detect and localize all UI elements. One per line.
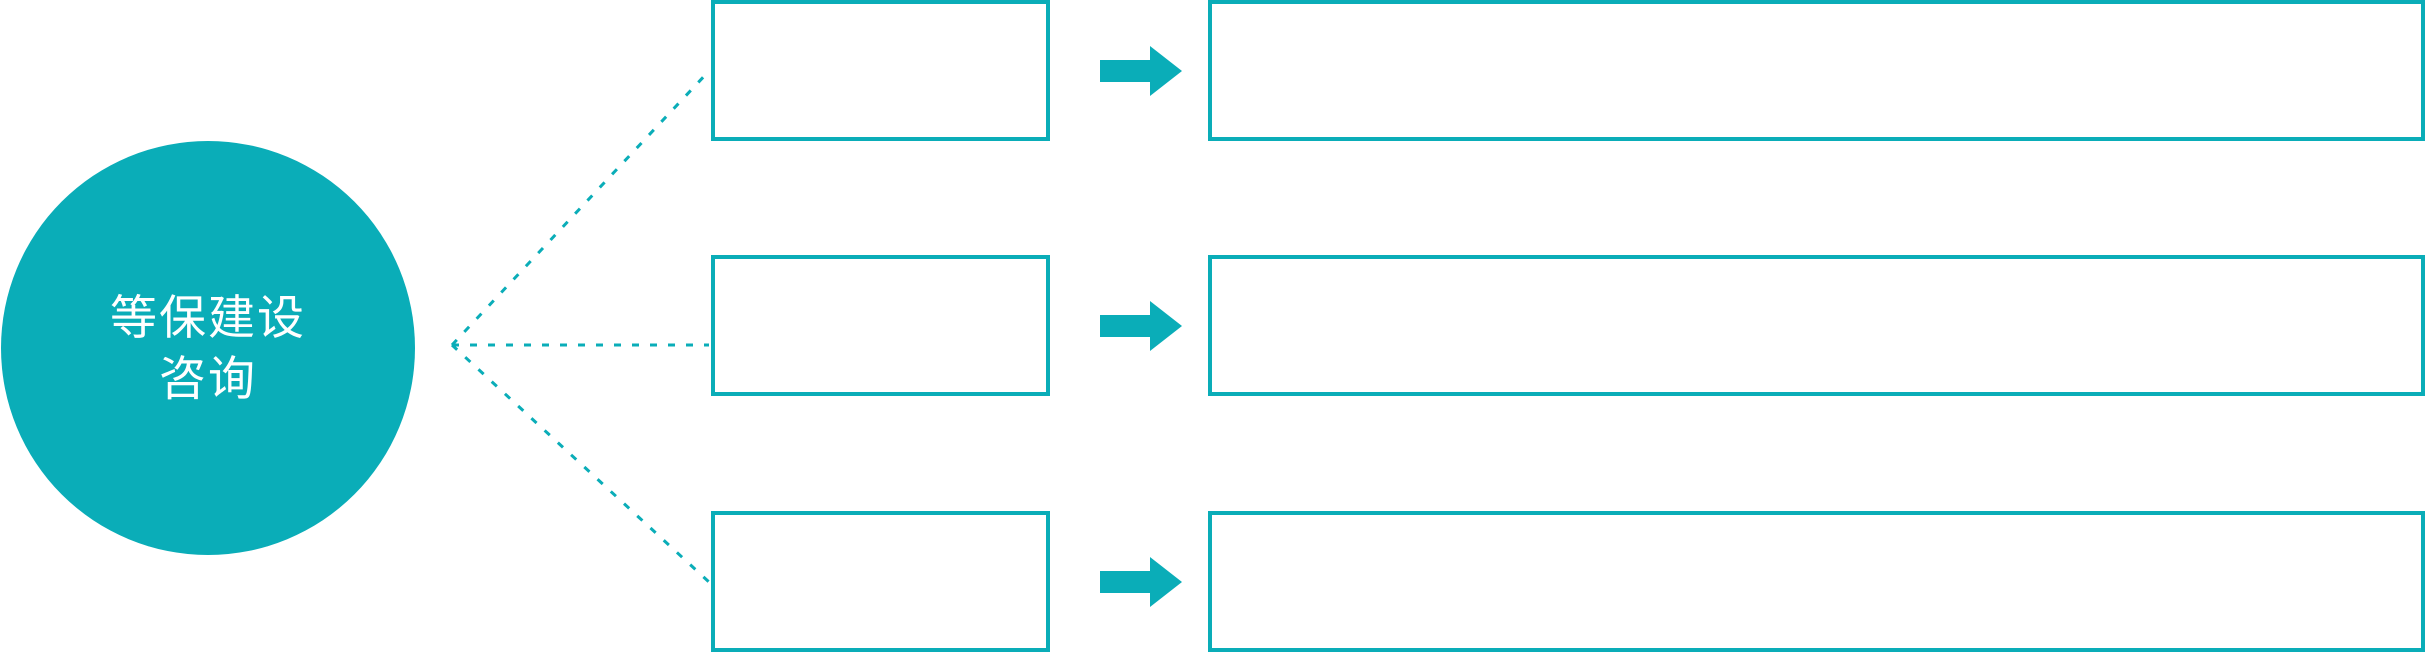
hub-circle[interactable]: 等保建设 咨询: [1, 141, 415, 555]
arrow-right-icon: [1100, 43, 1182, 99]
diagram-row: [0, 511, 2434, 653]
detail-box[interactable]: [1208, 0, 2425, 141]
hub-title-line-2: 咨询: [159, 352, 257, 405]
label-box[interactable]: [711, 0, 1050, 141]
label-box[interactable]: [711, 511, 1050, 652]
diagram-row: [0, 255, 2434, 397]
detail-box[interactable]: [1208, 255, 2425, 396]
label-box[interactable]: [711, 255, 1050, 396]
diagram-row: [0, 0, 2434, 142]
hub-title-line-1: 等保建设: [110, 290, 306, 344]
arrow-right-icon: [1100, 554, 1182, 610]
arrow-right-icon: [1100, 298, 1182, 354]
detail-box[interactable]: [1208, 511, 2425, 652]
